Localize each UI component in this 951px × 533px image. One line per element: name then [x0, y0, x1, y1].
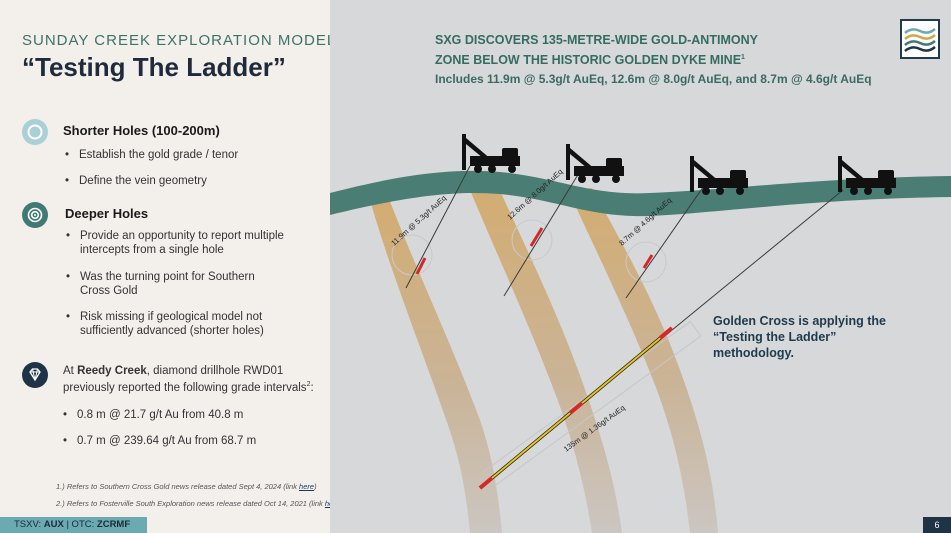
footnote-text: 1.) Refers to Southern Cross Gold news r… [56, 482, 299, 491]
footnote-text: 2.) Refers to Fosterville South Explorat… [56, 499, 325, 508]
right-panel: 11.9m @ 5.3g/t AuEq 12.6m @ 8.0g/t AuEq … [330, 0, 951, 533]
drill-rig-icon [690, 156, 748, 195]
list-item: Define the vein geometry [65, 174, 305, 188]
ticker-otc: ZCRMF [97, 519, 130, 530]
headline-line: SXG DISCOVERS 135-METRE-WIDE GOLD-ANTIMO… [435, 32, 758, 49]
list-item: Was the turning point for Southern Cross… [66, 270, 281, 298]
target-icon-light [22, 119, 48, 145]
diamond-icon [22, 362, 48, 388]
headline-subtext: Includes 11.9m @ 5.3g/t AuEq, 12.6m @ 8.… [435, 72, 872, 86]
footnote-text: ) [314, 482, 317, 491]
reedy-creek-intro: At Reedy Creek, diamond drillhole RWD01 … [63, 364, 328, 395]
page-title: “Testing The Ladder” [22, 52, 286, 83]
section-kicker: SUNDAY CREEK EXPLORATION MODEL [22, 32, 336, 49]
footnote-1: 1.) Refers to Southern Cross Gold news r… [56, 482, 317, 491]
footnote-2: 2.) Refers to Fosterville South Explorat… [56, 499, 342, 508]
list-item: Risk missing if geological model not suf… [66, 310, 296, 338]
shorter-holes-heading: Shorter Holes (100-200m) [63, 123, 220, 138]
list-item: 0.8 m @ 21.7 g/t Au from 40.8 m [63, 408, 303, 422]
left-panel: SUNDAY CREEK EXPLORATION MODEL “Testing … [0, 0, 330, 533]
list-item: 0.7 m @ 239.64 g/t Au from 68.7 m [63, 434, 303, 448]
deeper-holes-heading: Deeper Holes [65, 206, 148, 221]
intro-text: : [310, 382, 313, 394]
methodology-callout: Golden Cross is applying the “Testing th… [713, 313, 913, 361]
footnote-link[interactable]: here [299, 482, 314, 491]
vein-1 [370, 196, 502, 533]
headline-line: ZONE BELOW THE HISTORIC GOLDEN DYKE MINE [435, 53, 741, 67]
headline: SXG DISCOVERS 135-METRE-WIDE GOLD-ANTIMO… [435, 32, 758, 69]
page-number: 6 [923, 517, 951, 533]
target-icon-dark [22, 202, 48, 228]
ticker-bar: TSXV: AUX | OTC: ZCRMF [0, 517, 147, 533]
intercept-label: 11.9m @ 5.3g/t AuEq [389, 193, 448, 247]
intro-text: At [63, 365, 77, 377]
list-item: Establish the gold grade / tenor [65, 148, 305, 162]
ticker-tsxv: AUX [44, 519, 64, 530]
drill-rig-icon [566, 144, 624, 183]
company-logo-icon [900, 19, 940, 59]
footnote-ref: 1 [741, 54, 745, 61]
ticker-label: TSXV: [14, 519, 44, 530]
ticker-label: | OTC: [64, 519, 97, 530]
drill-rig-icon [462, 134, 520, 173]
reedy-creek-label: Reedy Creek [77, 365, 147, 377]
list-item: Provide an opportunity to report multipl… [66, 229, 296, 257]
